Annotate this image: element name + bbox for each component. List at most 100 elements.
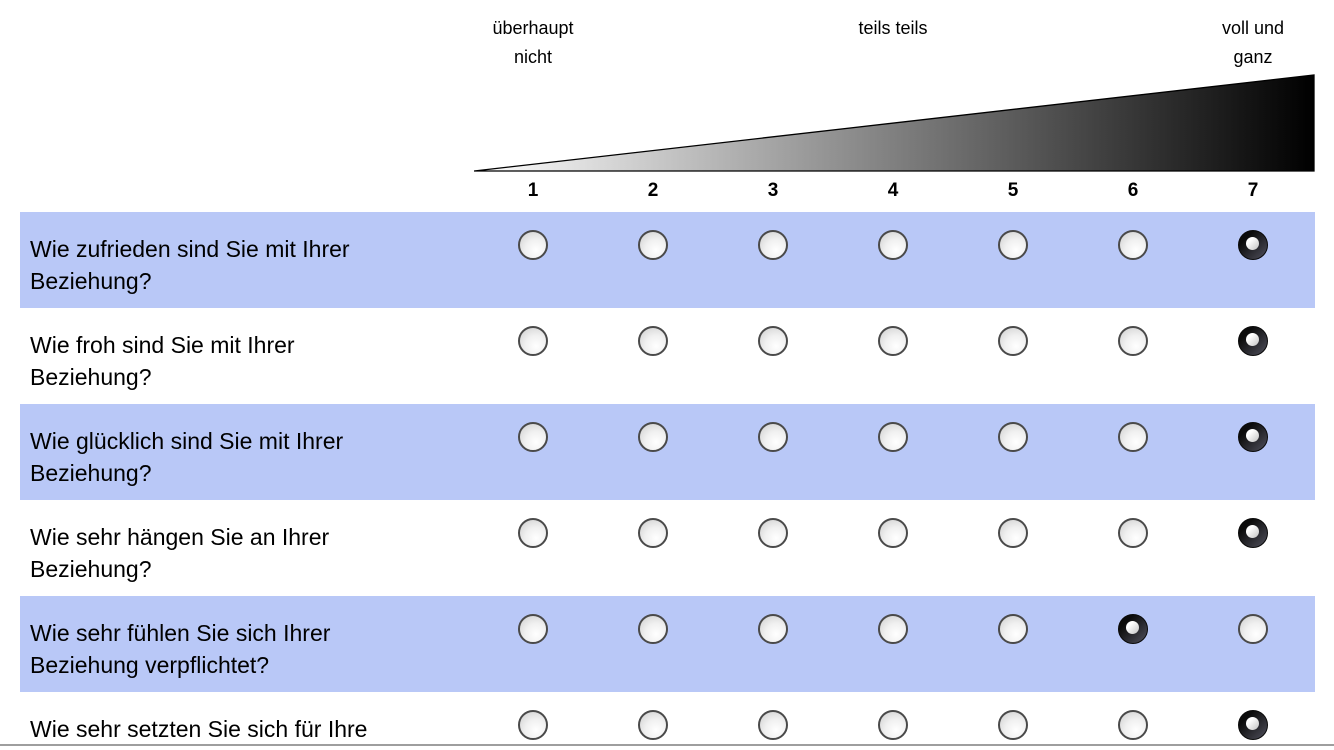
radio-q1-value3[interactable] [758,230,788,260]
radio-q5-value1[interactable] [518,614,548,644]
scale-label-partly: teils teils [858,18,928,38]
radio-q6-value7-selected[interactable] [1238,710,1268,740]
answer-cell [473,404,593,500]
answer-cell [1073,596,1193,692]
answer-cell [1193,308,1313,404]
question-text: Wie zufrieden sind Sie mit Ihrer Beziehu… [30,236,350,294]
answer-cell [833,692,953,750]
radio-q1-value6[interactable] [1118,230,1148,260]
answer-cell [473,308,593,404]
question-row-6: Wie sehr setzten Sie sich für Ihre Bezie… [20,692,1315,750]
radio-selected-dot [1246,237,1259,250]
radio-q1-value5[interactable] [998,230,1028,260]
scale-number-4: 4 [887,180,899,201]
answer-cells [473,596,1313,692]
answer-cell [953,596,1073,692]
answer-cell [713,212,833,308]
answer-cell [953,212,1073,308]
radio-selected-dot [1246,333,1259,346]
question-text: Wie sehr fühlen Sie sich Ihrer Beziehung… [30,620,331,678]
answer-cell [713,596,833,692]
radio-selected-dot [1126,621,1139,634]
question-row-1: Wie zufrieden sind Sie mit Ihrer Beziehu… [20,212,1315,308]
answer-cell [953,692,1073,750]
radio-q5-value2[interactable] [638,614,668,644]
radio-q2-value6[interactable] [1118,326,1148,356]
radio-q3-value5[interactable] [998,422,1028,452]
answer-cell [593,212,713,308]
radio-q2-value7-selected[interactable] [1238,326,1268,356]
scale-number-3: 3 [767,180,779,201]
radio-selected-dot [1246,717,1259,730]
answer-cell [593,404,713,500]
answer-cell [1193,212,1313,308]
question-table: Wie zufrieden sind Sie mit Ihrer Beziehu… [20,212,1315,750]
answer-cell [1193,404,1313,500]
radio-q6-value2[interactable] [638,710,668,740]
answer-cells [473,692,1313,750]
answer-cells [473,500,1313,596]
radio-q3-value7-selected[interactable] [1238,422,1268,452]
radio-q6-value6[interactable] [1118,710,1148,740]
question-text: Wie sehr setzten Sie sich für Ihre Bezie… [30,716,368,750]
radio-q3-value6[interactable] [1118,422,1148,452]
answer-cell [593,308,713,404]
answer-cell [593,692,713,750]
radio-q2-value2[interactable] [638,326,668,356]
radio-q2-value4[interactable] [878,326,908,356]
bottom-divider [0,744,1334,746]
radio-q5-value3[interactable] [758,614,788,644]
radio-q1-value7-selected[interactable] [1238,230,1268,260]
radio-q2-value1[interactable] [518,326,548,356]
question-row-3: Wie glücklich sind Sie mit Ihrer Beziehu… [20,404,1315,500]
radio-q5-value5[interactable] [998,614,1028,644]
radio-q4-value6[interactable] [1118,518,1148,548]
radio-q2-value3[interactable] [758,326,788,356]
answer-cell [833,596,953,692]
radio-q3-value4[interactable] [878,422,908,452]
answer-cell [1073,500,1193,596]
radio-q5-value7[interactable] [1238,614,1268,644]
radio-selected-dot [1246,525,1259,538]
radio-q5-value4[interactable] [878,614,908,644]
scale-number-7: 7 [1247,180,1259,201]
answer-cell [953,500,1073,596]
answer-cell [713,308,833,404]
radio-q4-value4[interactable] [878,518,908,548]
answer-cell [833,308,953,404]
radio-q6-value4[interactable] [878,710,908,740]
radio-q6-value1[interactable] [518,710,548,740]
question-text: Wie sehr hängen Sie an Ihrer Beziehung? [30,524,330,582]
question-row-2: Wie froh sind Sie mit Ihrer Beziehung? [20,308,1315,404]
radio-q6-value3[interactable] [758,710,788,740]
answer-cell [1193,500,1313,596]
answer-cell [953,308,1073,404]
question-row-4: Wie sehr hängen Sie an Ihrer Beziehung? [20,500,1315,596]
radio-q3-value3[interactable] [758,422,788,452]
radio-q2-value5[interactable] [998,326,1028,356]
radio-q4-value2[interactable] [638,518,668,548]
radio-q6-value5[interactable] [998,710,1028,740]
radio-q4-value3[interactable] [758,518,788,548]
radio-q4-value7-selected[interactable] [1238,518,1268,548]
answer-cell [833,500,953,596]
answer-cell [593,596,713,692]
answer-cell [713,500,833,596]
answer-cell [953,404,1073,500]
radio-q1-value4[interactable] [878,230,908,260]
scale-number-5: 5 [1007,180,1019,201]
radio-q4-value5[interactable] [998,518,1028,548]
radio-q4-value1[interactable] [518,518,548,548]
answer-cells [473,308,1313,404]
question-row-5: Wie sehr fühlen Sie sich Ihrer Beziehung… [20,596,1315,692]
question-text: Wie glücklich sind Sie mit Ihrer Beziehu… [30,428,344,486]
radio-q5-value6-selected[interactable] [1118,614,1148,644]
scale-label-fully: voll und ganz [1221,18,1285,67]
radio-q1-value1[interactable] [518,230,548,260]
radio-q3-value2[interactable] [638,422,668,452]
radio-q1-value2[interactable] [638,230,668,260]
answer-cell [713,692,833,750]
scale-number-6: 6 [1127,180,1139,201]
radio-q3-value1[interactable] [518,422,548,452]
